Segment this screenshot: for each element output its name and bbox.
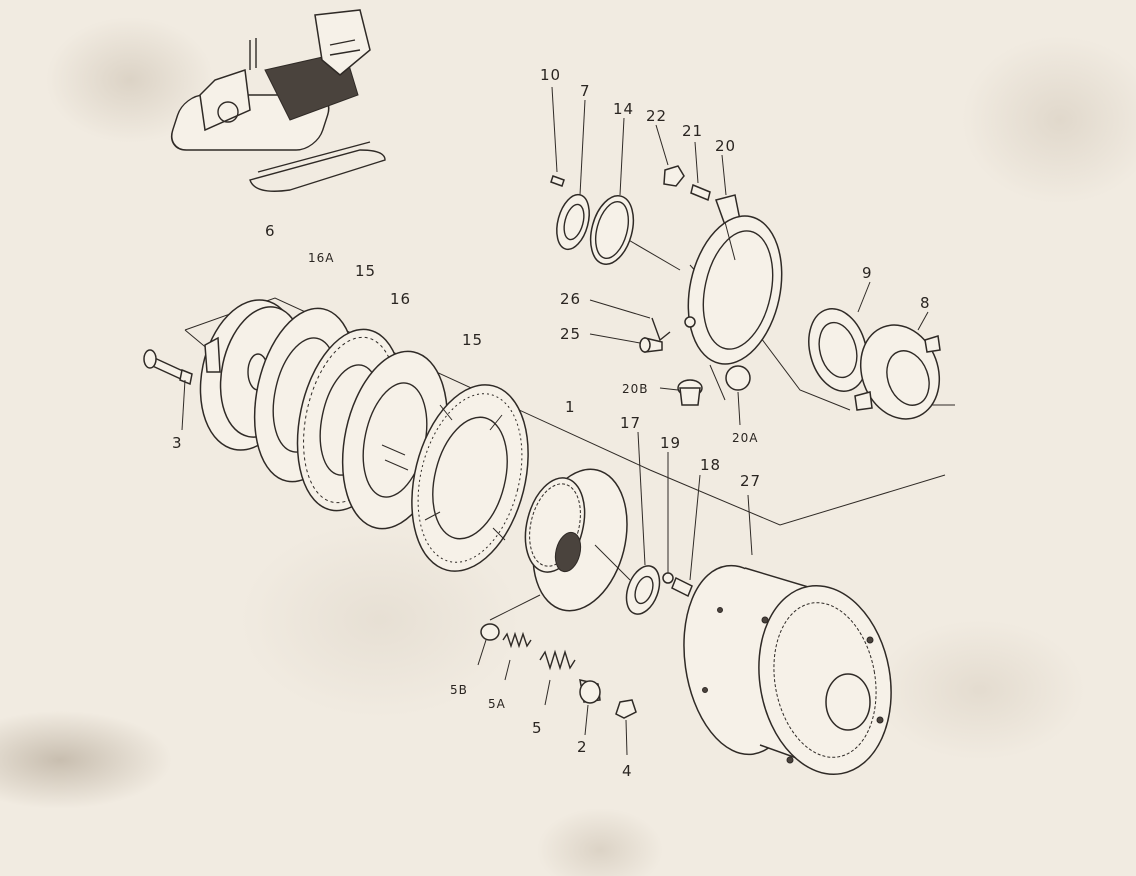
label-9: 9 [862,264,873,282]
label-27: 27 [740,472,761,490]
part-20b-bushing [659,379,703,406]
part-labels: 10 7 14 22 21 20 6 16A 15 16 15 26 25 9 … [172,66,931,780]
label-14: 14 [613,100,634,118]
label-15-a: 15 [355,262,376,280]
label-4: 4 [622,762,633,780]
part-17-gasket [594,431,661,615]
part-26-pin [589,299,671,342]
part-20a-ball [709,364,751,426]
label-5: 5 [532,719,543,737]
label-20b: 20B [622,382,649,396]
part-21-screw [690,141,711,202]
label-7: 7 [580,82,591,100]
part-14-snap-ring [589,117,635,265]
label-3: 3 [172,434,183,452]
part-18-bolt [671,474,701,598]
part-1-hub [489,468,628,621]
label-5b: 5B [450,683,468,697]
part-20-yoke [687,154,783,365]
part-7-ring [556,99,590,251]
part-8-collar [854,311,941,420]
label-2: 2 [577,738,588,756]
label-19: 19 [660,434,681,452]
part-15-friction-disc-b [411,384,529,572]
label-16a: 16A [308,251,334,265]
part-10-screw [550,86,565,187]
label-16: 16 [390,290,411,308]
label-15-b: 15 [462,331,483,349]
part-27-housing [683,494,892,775]
label-20a: 20A [732,431,758,445]
tractor-thumbnail [170,9,386,192]
part-5-spring [539,649,576,706]
label-6: 6 [265,222,276,240]
part-16-plate-detail [381,444,409,471]
assembly-frame-lines [184,234,955,526]
label-25: 25 [560,325,581,343]
part-3-bolt [143,349,193,431]
part-25-pin [589,316,696,353]
part-5a-spring [502,631,532,681]
part-2-cap [579,679,601,736]
part-15-disc-b-bore [432,416,508,540]
label-1: 1 [565,398,576,416]
label-22: 22 [646,107,667,125]
label-17: 17 [620,414,641,432]
label-5a: 5A [488,697,506,711]
label-21: 21 [682,122,703,140]
part-15-disc-b-texture [417,393,523,563]
label-8: 8 [920,294,931,312]
part-22-nut [655,124,685,187]
part-19-washer [662,572,674,584]
part-5b-plug [477,623,500,666]
label-10: 10 [540,66,561,84]
label-20: 20 [715,137,736,155]
part-15-disc-b-segments [424,404,506,541]
label-26: 26 [560,290,581,308]
part-4-nut [615,699,637,756]
label-18: 18 [700,456,721,474]
